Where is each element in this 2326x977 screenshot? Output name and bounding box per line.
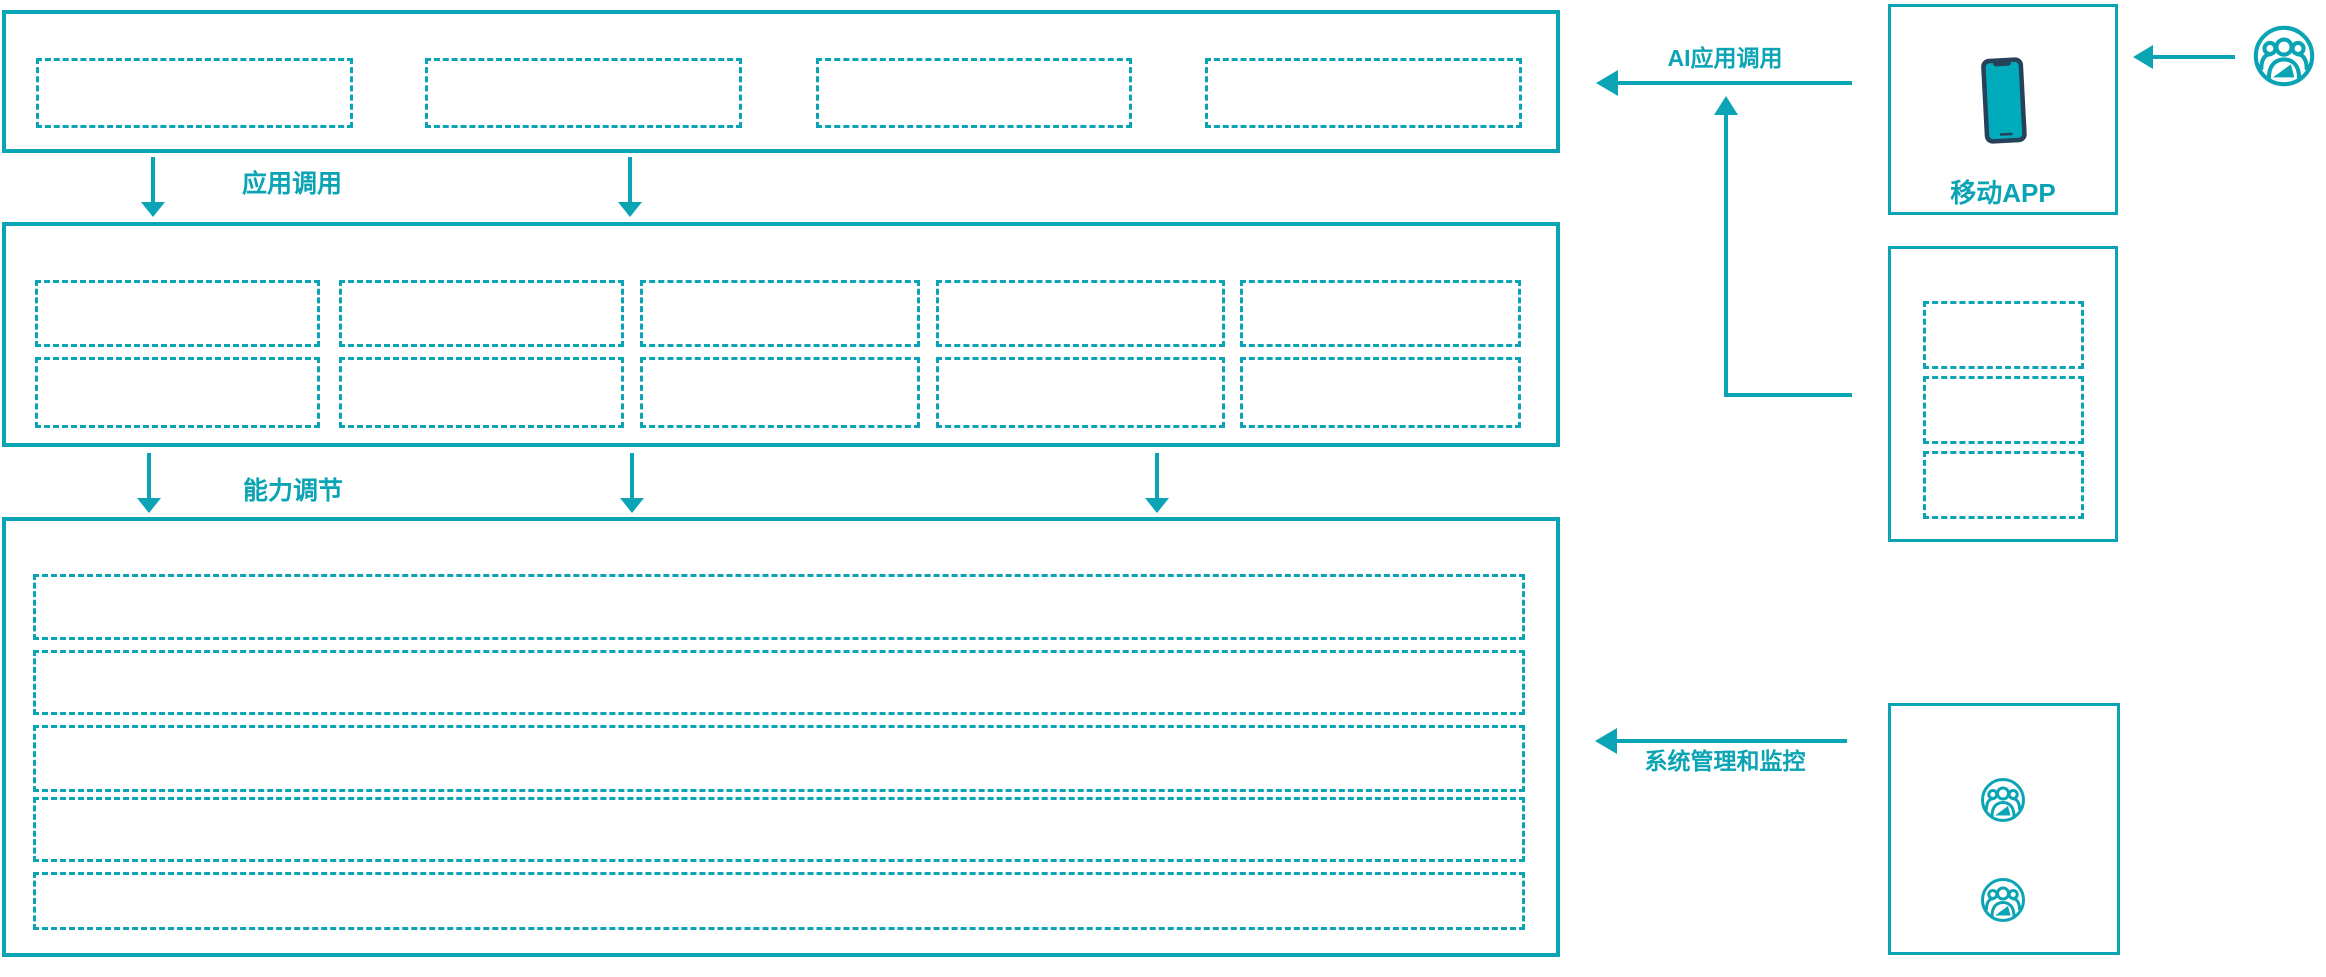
app-call-label: 应用调用 bbox=[242, 170, 343, 198]
placeholder-box bbox=[640, 280, 920, 347]
ai-app-call-label: AI应用调用 bbox=[1667, 45, 1783, 71]
placeholder-box bbox=[816, 58, 1132, 128]
right-middle-up-connector bbox=[1714, 96, 1852, 397]
top-layer-box bbox=[2, 10, 1560, 153]
placeholder-row bbox=[33, 872, 1525, 930]
placeholder-box bbox=[936, 280, 1225, 347]
ai-app-call-arrow bbox=[1596, 70, 1852, 96]
smartphone-icon bbox=[1981, 57, 2027, 144]
down-arrow bbox=[137, 453, 161, 513]
down-arrow bbox=[618, 157, 642, 217]
users-icon bbox=[2253, 25, 2315, 87]
placeholder-box bbox=[35, 280, 320, 347]
placeholder-box bbox=[1240, 280, 1521, 347]
placeholder-box bbox=[425, 58, 742, 128]
placeholder-box bbox=[35, 357, 320, 428]
middle-layer-box bbox=[2, 222, 1560, 447]
placeholder-box bbox=[1923, 451, 2084, 519]
users-icon bbox=[1981, 778, 2025, 822]
placeholder-box bbox=[1205, 58, 1522, 128]
mobile-app-label: 移动APP bbox=[1950, 178, 2056, 208]
user-to-app-arrow bbox=[2133, 45, 2235, 69]
placeholder-box bbox=[339, 357, 624, 428]
placeholder-row bbox=[33, 650, 1525, 715]
placeholder-box bbox=[36, 58, 353, 128]
placeholder-row bbox=[33, 574, 1525, 640]
placeholder-box bbox=[1923, 301, 2084, 369]
placeholder-box bbox=[936, 357, 1225, 428]
users-icon bbox=[1981, 878, 2025, 922]
down-arrow bbox=[1145, 453, 1169, 513]
placeholder-box bbox=[1240, 357, 1521, 428]
placeholder-box bbox=[339, 280, 624, 347]
system-management-label: 系统管理和监控 bbox=[1644, 748, 1806, 774]
bottom-layer-box bbox=[2, 517, 1560, 957]
users-icon-fill bbox=[2273, 64, 2295, 78]
right-middle-box bbox=[1888, 246, 2118, 542]
down-arrow bbox=[141, 157, 165, 217]
placeholder-box bbox=[640, 357, 920, 428]
down-arrow bbox=[620, 453, 644, 513]
placeholder-row bbox=[33, 725, 1525, 792]
placeholder-row bbox=[33, 797, 1525, 862]
placeholder-box bbox=[1923, 376, 2084, 444]
capability-adjust-label: 能力调节 bbox=[243, 477, 344, 505]
